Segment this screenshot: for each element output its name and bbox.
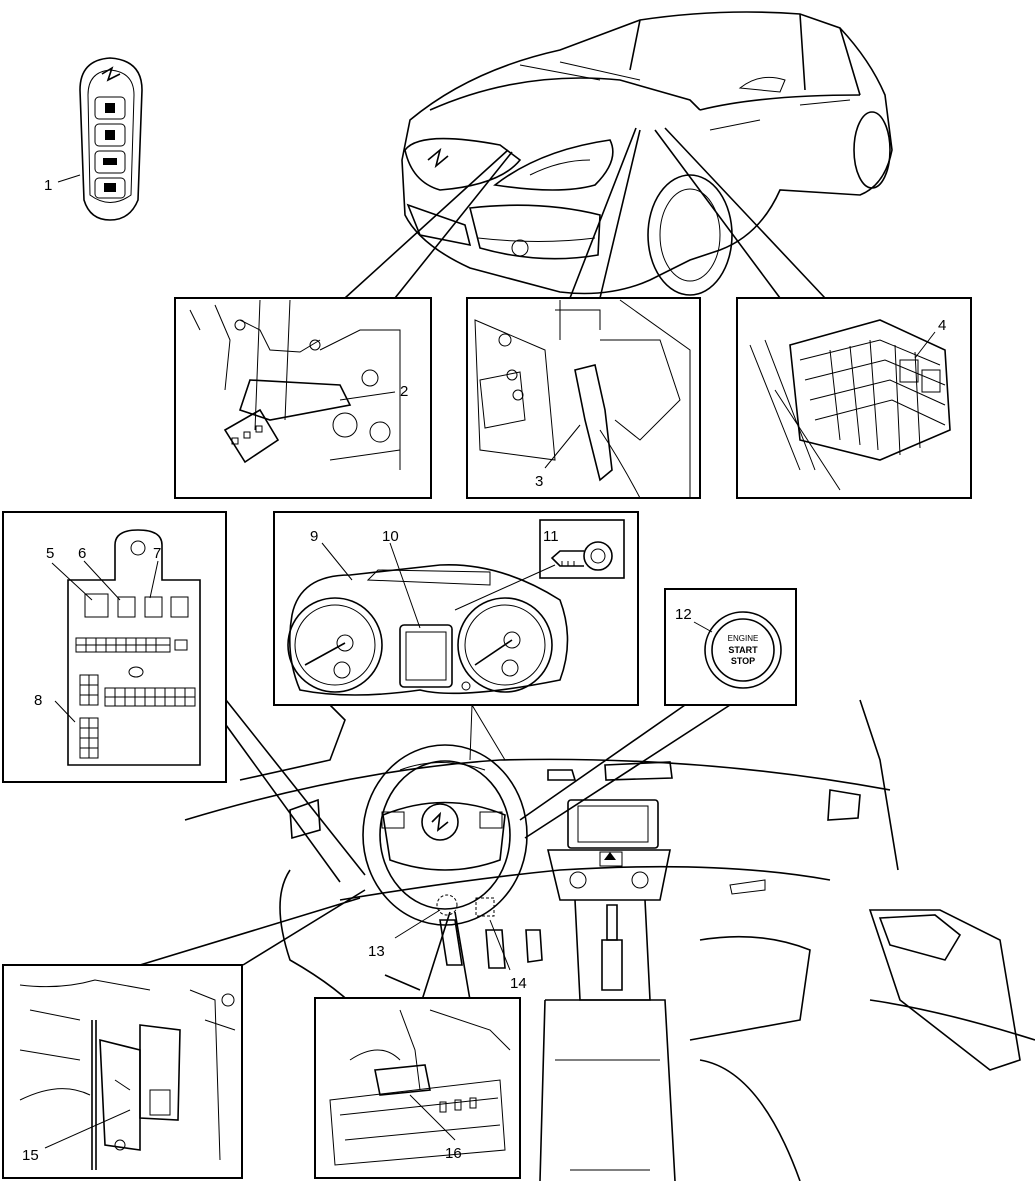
detail-box-fuse-box — [736, 297, 972, 499]
callout-16: 16 — [445, 1145, 462, 1162]
detail-box-sensor — [174, 297, 432, 499]
callout-9: 9 — [310, 528, 318, 545]
callout-3: 3 — [535, 473, 543, 490]
callout-14: 14 — [510, 975, 527, 992]
callout-1: 1 — [44, 177, 52, 194]
dashboard-illustration — [184, 699, 1035, 1181]
callout-2: 2 — [400, 383, 408, 400]
key-fob-icon — [79, 57, 143, 221]
callout-10: 10 — [382, 528, 399, 545]
detail-box-under-dash — [2, 964, 243, 1179]
detail-box-pedal-switch — [314, 997, 521, 1179]
callout-15: 15 — [22, 1147, 39, 1164]
callout-6: 6 — [78, 545, 86, 562]
callout-5: 5 — [46, 545, 54, 562]
callout-12: 12 — [675, 606, 692, 623]
engine-start-stop-line3: STOP — [731, 656, 755, 666]
engine-start-stop-line1: ENGINE — [728, 634, 759, 643]
detail-box-control-unit — [2, 511, 227, 783]
detail-box-combination-meter — [273, 511, 639, 706]
detail-box-module — [466, 297, 701, 499]
callout-7: 7 — [153, 545, 161, 562]
key-icon — [550, 541, 613, 571]
callout-8: 8 — [34, 692, 42, 709]
callout-labels: 1 2 3 4 5 6 7 8 9 10 11 12 13 14 15 16 — [22, 177, 946, 1164]
brand-emblem-icon — [427, 147, 449, 169]
car-illustration — [401, 11, 893, 296]
leader-lines-top — [344, 127, 826, 299]
engine-start-stop-line2: START — [728, 645, 758, 655]
detail-box-engine-switch: ENGINE START STOP — [664, 588, 797, 706]
callout-13: 13 — [368, 943, 385, 960]
callout-11: 11 — [543, 528, 559, 545]
callout-4: 4 — [938, 317, 946, 334]
